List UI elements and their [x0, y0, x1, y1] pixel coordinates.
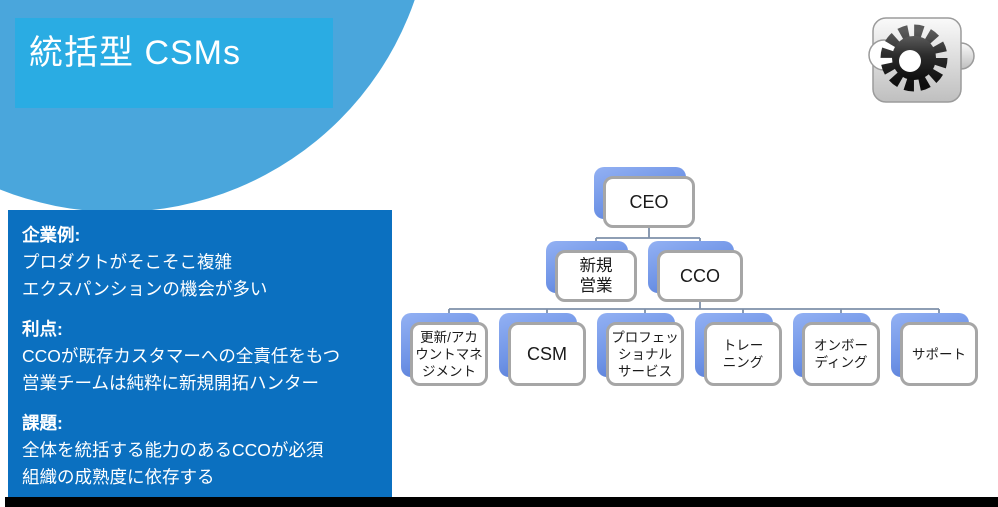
info-section-benefits: 利点: CCOが既存カスタマーへの全責任をもつ 営業チームは純粋に新規開拓ハンタ… [22, 316, 378, 397]
org-node-label: プロフェッ ショナル サービス [606, 322, 684, 386]
org-node-cco: CCO [648, 241, 743, 302]
org-node-label: サポート [900, 322, 978, 386]
page-title: 統括型 CSMs [29, 34, 241, 72]
org-node-label: 新規 営業 [555, 250, 637, 302]
org-node-label: トレー ニング [704, 322, 782, 386]
bottom-bar [5, 497, 998, 507]
org-node-professional-services: プロフェッ ショナル サービス [597, 313, 684, 386]
org-node-renewal-account-management: 更新/アカ ウントマネ ジメント [401, 313, 488, 386]
info-heading-company-example: 企業例: [22, 225, 81, 245]
org-node-label: 更新/アカ ウントマネ ジメント [410, 322, 488, 386]
org-node-training: トレー ニング [695, 313, 782, 386]
org-node-new-sales: 新規 営業 [546, 241, 637, 302]
org-node-label: CEO [603, 176, 695, 228]
info-body-benefits: CCOが既存カスタマーへの全責任をもつ 営業チームは純粋に新規開拓ハンター [22, 346, 341, 393]
info-heading-issues: 課題: [22, 413, 63, 433]
info-body-issues: 全体を統括する能力のあるCCOが必須 組織の成熟度に依存する [22, 440, 324, 487]
org-node-label: CSM [508, 322, 586, 386]
org-node-support: サポート [891, 313, 978, 386]
info-box: 企業例: プロダクトがそこそこ複雑 エクスパンションの機会が多い 利点: CCO… [8, 210, 392, 500]
title-box: 統括型 CSMs [15, 18, 333, 108]
puzzle-gear-icon [850, 8, 978, 113]
info-section-company-example: 企業例: プロダクトがそこそこ複雑 エクスパンションの機会が多い [22, 222, 378, 303]
org-node-label: オンボー ディング [802, 322, 880, 386]
info-body-company-example: プロダクトがそこそこ複雑 エクスパンションの機会が多い [22, 252, 268, 299]
info-section-issues: 課題: 全体を統括する能力のあるCCOが必須 組織の成熟度に依存する [22, 410, 378, 491]
org-node-ceo: CEO [594, 167, 695, 228]
org-node-csm: CSM [499, 313, 586, 386]
org-node-onboarding: オンボー ディング [793, 313, 880, 386]
org-node-label: CCO [657, 250, 743, 302]
info-heading-benefits: 利点: [22, 319, 63, 339]
